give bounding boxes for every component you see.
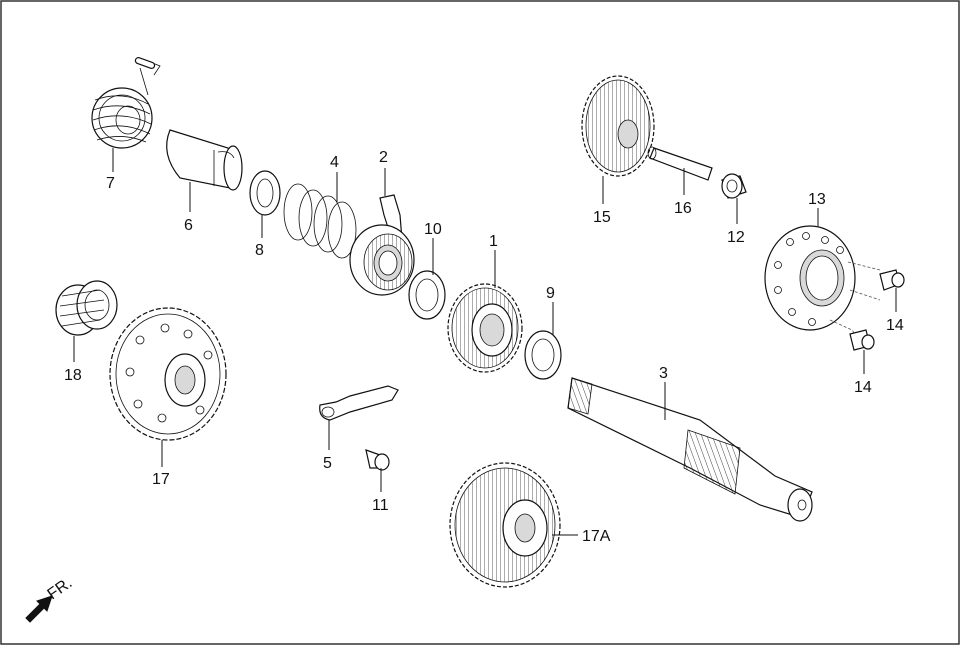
label-part-14-upper: 14 — [886, 317, 904, 334]
label-part-15: 15 — [593, 209, 611, 226]
part-11-bolt[interactable] — [365, 449, 390, 471]
part-8-washer[interactable] — [249, 170, 281, 216]
label-part-3: 3 — [659, 365, 668, 382]
part-12-bushing[interactable] — [721, 173, 747, 199]
label-part-14-lower: 14 — [854, 379, 872, 396]
part-7-kick-spring[interactable] — [91, 57, 161, 149]
label-part-6: 6 — [184, 217, 193, 234]
label-part-18: 18 — [64, 367, 82, 384]
part-9-washer[interactable] — [524, 330, 562, 380]
part-13-plate[interactable] — [764, 225, 881, 339]
part-16-pin[interactable] — [647, 146, 713, 181]
part-3-shaft[interactable] — [567, 377, 813, 522]
part-17-gear-plate[interactable] — [109, 307, 227, 441]
label-part-12: 12 — [727, 229, 745, 246]
label-part-1: 1 — [489, 233, 498, 250]
label-part-7: 7 — [106, 175, 115, 192]
label-part-17: 17 — [152, 471, 170, 488]
label-part-2: 2 — [379, 149, 388, 166]
leader-lines — [73, 148, 897, 536]
part-15-bevel-gear[interactable] — [581, 75, 655, 177]
label-part-11: 11 — [372, 497, 389, 514]
label-part-5: 5 — [323, 455, 332, 472]
part-4-compression-spring[interactable] — [283, 183, 357, 259]
part-10-washer[interactable] — [408, 270, 446, 320]
part-14-bolt-upper[interactable] — [879, 269, 905, 291]
part-2-ratchet[interactable] — [349, 194, 415, 296]
front-arrow-icon — [25, 595, 53, 623]
label-part-8: 8 — [255, 242, 264, 259]
part-17a-large-gear[interactable] — [449, 462, 561, 588]
label-part-4: 4 — [330, 154, 339, 171]
part-5-arm-plate[interactable] — [319, 385, 399, 421]
part-1-gear[interactable] — [447, 283, 523, 373]
label-part-17a: 17A — [582, 528, 611, 545]
part-18-needle-bearing[interactable] — [55, 280, 118, 336]
part-14-bolt-lower[interactable] — [849, 329, 875, 351]
part-6-sleeve[interactable] — [166, 129, 243, 191]
label-part-10: 10 — [424, 221, 442, 238]
label-part-16: 16 — [674, 200, 692, 217]
label-part-13: 13 — [808, 191, 826, 208]
label-part-9: 9 — [546, 285, 555, 302]
